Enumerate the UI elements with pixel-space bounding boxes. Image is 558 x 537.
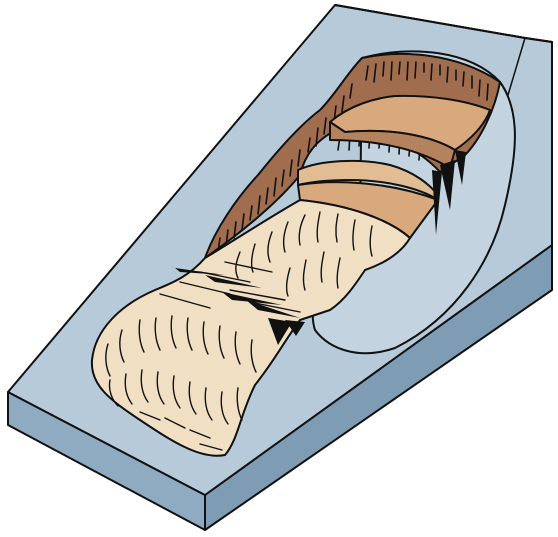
slump-diagram [0,0,558,537]
diagram-canvas [0,0,558,537]
